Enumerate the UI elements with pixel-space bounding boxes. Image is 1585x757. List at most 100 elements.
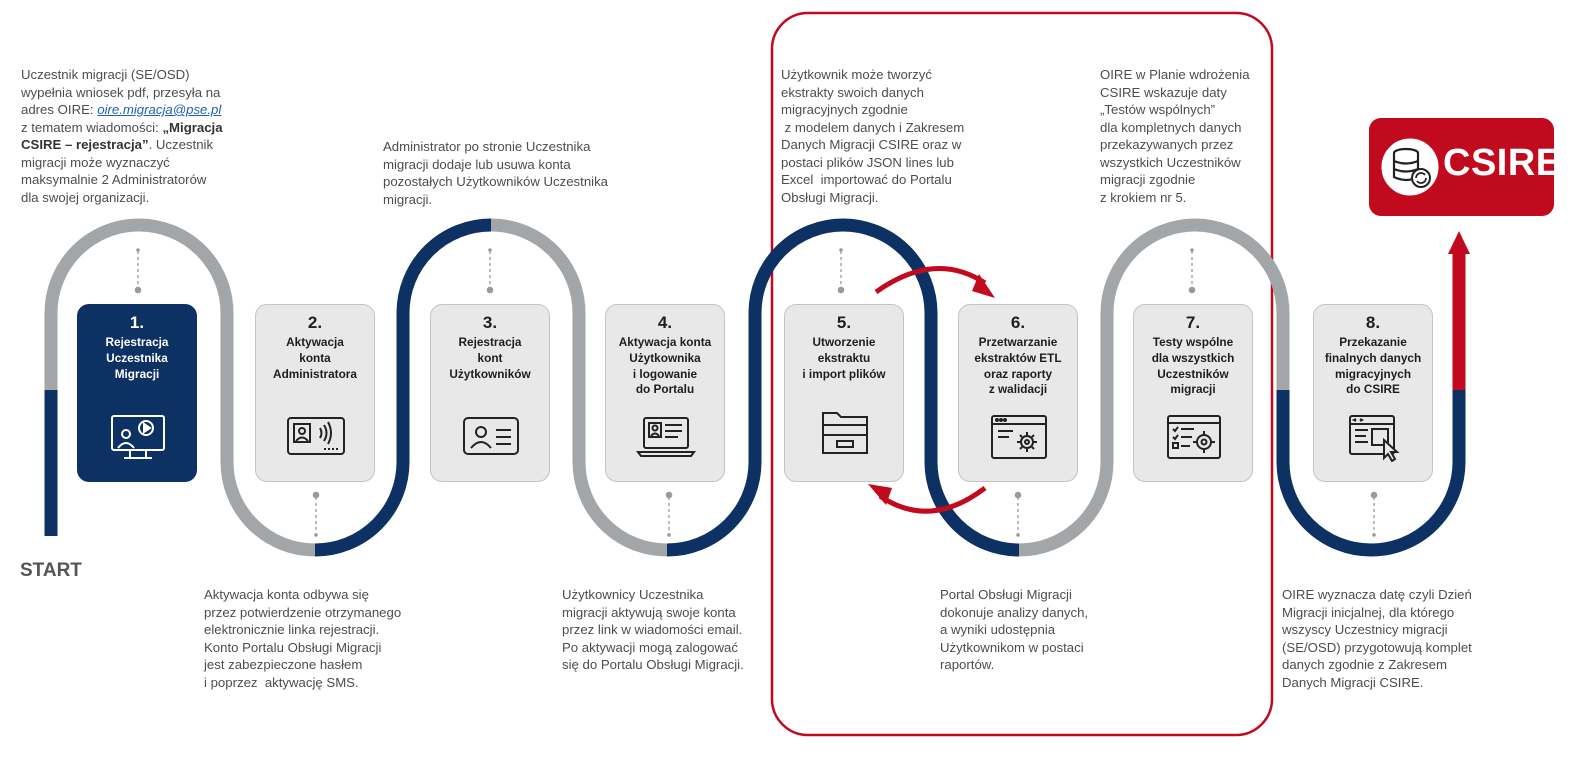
step-8-box: 8. Przekazanie finalnych danych migracyj… <box>1313 304 1433 482</box>
step-title-line: kont <box>477 350 503 365</box>
step-title-line: z walidacji <box>988 382 1048 397</box>
desc-line: Obsługi Migracji. <box>781 189 879 205</box>
desc-line: migracji. <box>383 191 433 207</box>
desc-line: migracyjnych zgodnie <box>781 102 908 117</box>
highlight-frame <box>770 11 1274 737</box>
track-seg-3 <box>314 390 410 557</box>
step-number: 3. <box>482 313 498 332</box>
step-6-box: 6. Przetwarzanie ekstraktów ETL oraz rap… <box>958 304 1078 482</box>
track-seg-2 <box>220 390 316 557</box>
step-1-box: 1. Rejestracja Uczestnika Migracji <box>77 304 197 482</box>
step-title: Przekazanie finalnych danych migracyjnyc… <box>1314 335 1432 398</box>
desc-line: ekstrakty swoich danych <box>781 84 924 100</box>
step-title-line: Rejestracja <box>458 335 522 349</box>
desc-line: migracji może wyznaczyć <box>21 154 170 170</box>
desc-line: jest zabezpieczone hasłem <box>204 657 363 672</box>
step-title-line: Użytkownika <box>629 350 701 365</box>
desc-step-3: Administrator po stronie Uczestnika migr… <box>383 138 608 208</box>
desc-line: Konto Portalu Obsługi Migracji <box>204 639 382 655</box>
desc-line: raportów. <box>940 657 995 672</box>
track-seg-10 <box>1276 390 1466 557</box>
desc-line: dokonuje analizy danych, <box>940 604 1089 620</box>
database-sync-icon <box>1380 137 1440 197</box>
step-title-line: ekstraktów ETL <box>974 350 1062 365</box>
desc-step-1: Uczestnik migracji (SE/OSD) wypełnia wni… <box>21 66 223 206</box>
desc-text: adres OIRE: <box>21 102 98 117</box>
step-title-line: Administratora <box>273 366 357 381</box>
step-number: 8. <box>1365 313 1381 332</box>
start-label: START <box>20 560 82 581</box>
step-title-line: konta <box>299 350 331 365</box>
step-title-line: i import plików <box>802 366 886 381</box>
desc-line: przez link w wiadomości email. <box>562 622 743 637</box>
step-7-box: 7. Testy wspólne dla wszystkich Uczestni… <box>1133 304 1253 482</box>
step-title-line: Użytkowników <box>449 366 531 381</box>
desc-step-6: Portal Obsługi Migracji dokonuje analizy… <box>940 586 1088 674</box>
step-number: 6. <box>1010 313 1026 332</box>
step-2-box: 2. Aktywacja konta Administratora <box>255 304 375 482</box>
step-title: Przetwarzanie ekstraktów ETL oraz raport… <box>959 335 1077 398</box>
track-seg-7 <box>666 390 762 557</box>
desc-line: Excel importować do Portalu <box>781 172 952 187</box>
step-title-line: ekstraktu <box>817 350 871 365</box>
step-title-line: migracyjnych <box>1334 366 1412 381</box>
step-title-line: Testy wspólne <box>1152 335 1234 349</box>
desc-line: Po aktywacji mogą zalogować <box>562 639 738 655</box>
cycle-arrow-top <box>874 266 987 295</box>
step-number: 4. <box>657 313 673 332</box>
step-title-line: Przekazanie <box>1339 335 1407 349</box>
desc-line: migracji aktywują swoje konta <box>562 604 736 620</box>
desc-step-8: OIRE wyznacza datę czyli Dzień Migracji … <box>1282 586 1472 691</box>
code-window-cursor-icon <box>1349 415 1400 462</box>
step-title-line: Utworzenie <box>812 335 876 349</box>
step-title-line: Uczestników <box>1157 366 1229 381</box>
step-3-box: 3. Rejestracja kont Użytkowników <box>430 304 550 482</box>
step-title: Rejestracja Uczestnika Migracji <box>78 335 196 382</box>
track-seg-1 <box>44 218 234 390</box>
desc-line: się do Portalu Obsługi Migracji. <box>562 657 744 672</box>
step-title: Aktywacja konta Użytkownika i logowanie … <box>606 335 724 398</box>
desc-line: migracji zgodnie <box>1100 172 1196 187</box>
step-title: Testy wspólne dla wszystkich Uczestników… <box>1134 335 1252 398</box>
email-link[interactable]: oire.migracja@pse.pl <box>97 102 222 117</box>
desc-line: Uczestnik migracji (SE/OSD) <box>21 67 190 82</box>
step-title-line: oraz raporty <box>983 366 1053 381</box>
desc-line: z modelem danych i Zakresem <box>781 119 965 135</box>
desc-line: Migracji inicjalnej, dla którego <box>1282 604 1455 620</box>
step-title: Rejestracja kont Użytkowników <box>431 335 549 382</box>
desc-line: Aktywacja konta odbywa się <box>204 587 369 602</box>
desc-line: przez potwierdzenie otrzymanego <box>204 604 402 620</box>
desc-line: „Testów wspólnych” <box>1100 102 1216 117</box>
step-number: 7. <box>1185 313 1201 332</box>
desc-line: wypełnia wniosek pdf, przesyła na <box>21 84 221 100</box>
desc-text: z tematem wiadomości: <box>21 119 163 135</box>
track-seg-8 <box>748 218 1020 557</box>
cycle-arrow-bottom <box>878 486 987 514</box>
laptop-profile-icon <box>636 417 696 457</box>
desc-line: Danych Migracji CSIRE. <box>1282 674 1424 690</box>
video-monitor-icon <box>111 415 165 459</box>
desc-line: z tematem wiadomości: „Migracja <box>21 119 223 137</box>
desc-line: postaci plików JSON lines lub <box>781 154 954 170</box>
desc-line: dla kompletnych danych <box>1100 119 1242 135</box>
csire-logo-text: CSIRE <box>1443 142 1562 184</box>
desc-step-2: Aktywacja konta odbywa się przez potwier… <box>204 586 401 691</box>
track-seg-5 <box>490 218 586 390</box>
desc-line: CSIRE – rejestracja”. Uczestnik <box>21 136 223 154</box>
desc-line: wszystkich Uczestników <box>1100 154 1241 170</box>
desc-line: maksymalnie 2 Administratorów <box>21 172 207 187</box>
step-title-line: Migracji <box>114 366 160 381</box>
desc-line: elektronicznie linka rejestracji. <box>204 622 380 637</box>
step-title-line: Rejestracja <box>105 335 169 349</box>
desc-text: . Uczestnik <box>148 137 214 152</box>
desc-line: i poprzez aktywację SMS. <box>204 674 359 690</box>
desc-line: CSIRE wskazuje daty <box>1100 84 1227 100</box>
step-number: 2. <box>307 313 323 332</box>
id-card-contactless-icon <box>287 417 345 455</box>
desc-line: adres OIRE: oire.migracja@pse.pl <box>21 101 223 119</box>
track-seg-4 <box>396 218 492 390</box>
id-card-icon <box>463 417 519 455</box>
desc-step-5: Użytkownik może tworzyć ekstrakty swoich… <box>781 66 964 206</box>
desc-line: wszyscy Uczestnicy migracji <box>1282 622 1448 637</box>
